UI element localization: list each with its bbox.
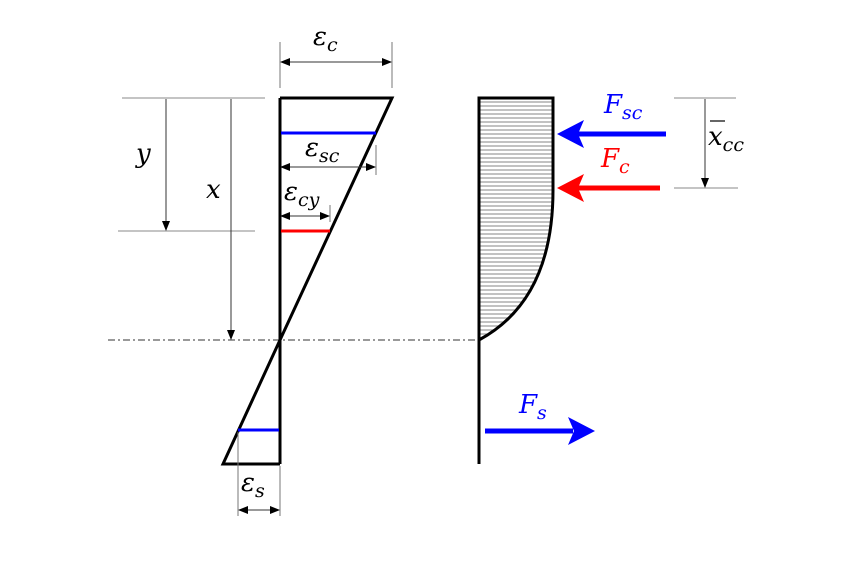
eps-sc-label: εsc (305, 133, 340, 167)
eps-c-label: εc (313, 22, 338, 56)
xcc-label: xcc (708, 122, 744, 156)
depth-dimensions: y x (118, 97, 265, 340)
strain-diagram: εc εsc εcy εs (220, 22, 395, 516)
force-fsc-arrowhead (557, 120, 584, 148)
eps-s-label: εs (241, 468, 265, 502)
stress-diagram: Fsc Fc Fs xcc (477, 90, 744, 464)
force-fc-label: Fc (600, 144, 630, 178)
tension-strain-triangle (220, 339, 282, 466)
eps-cy-label: εcy (284, 177, 320, 211)
y-label: y (135, 139, 151, 169)
force-fs-arrowhead (568, 417, 595, 445)
force-fs-label: Fs (518, 390, 547, 424)
x-label: x (206, 175, 221, 205)
force-fc-arrowhead (557, 174, 584, 202)
compression-strain-triangle (278, 96, 395, 341)
concrete-stress-block (477, 96, 555, 343)
force-fsc-label: Fsc (603, 90, 643, 124)
